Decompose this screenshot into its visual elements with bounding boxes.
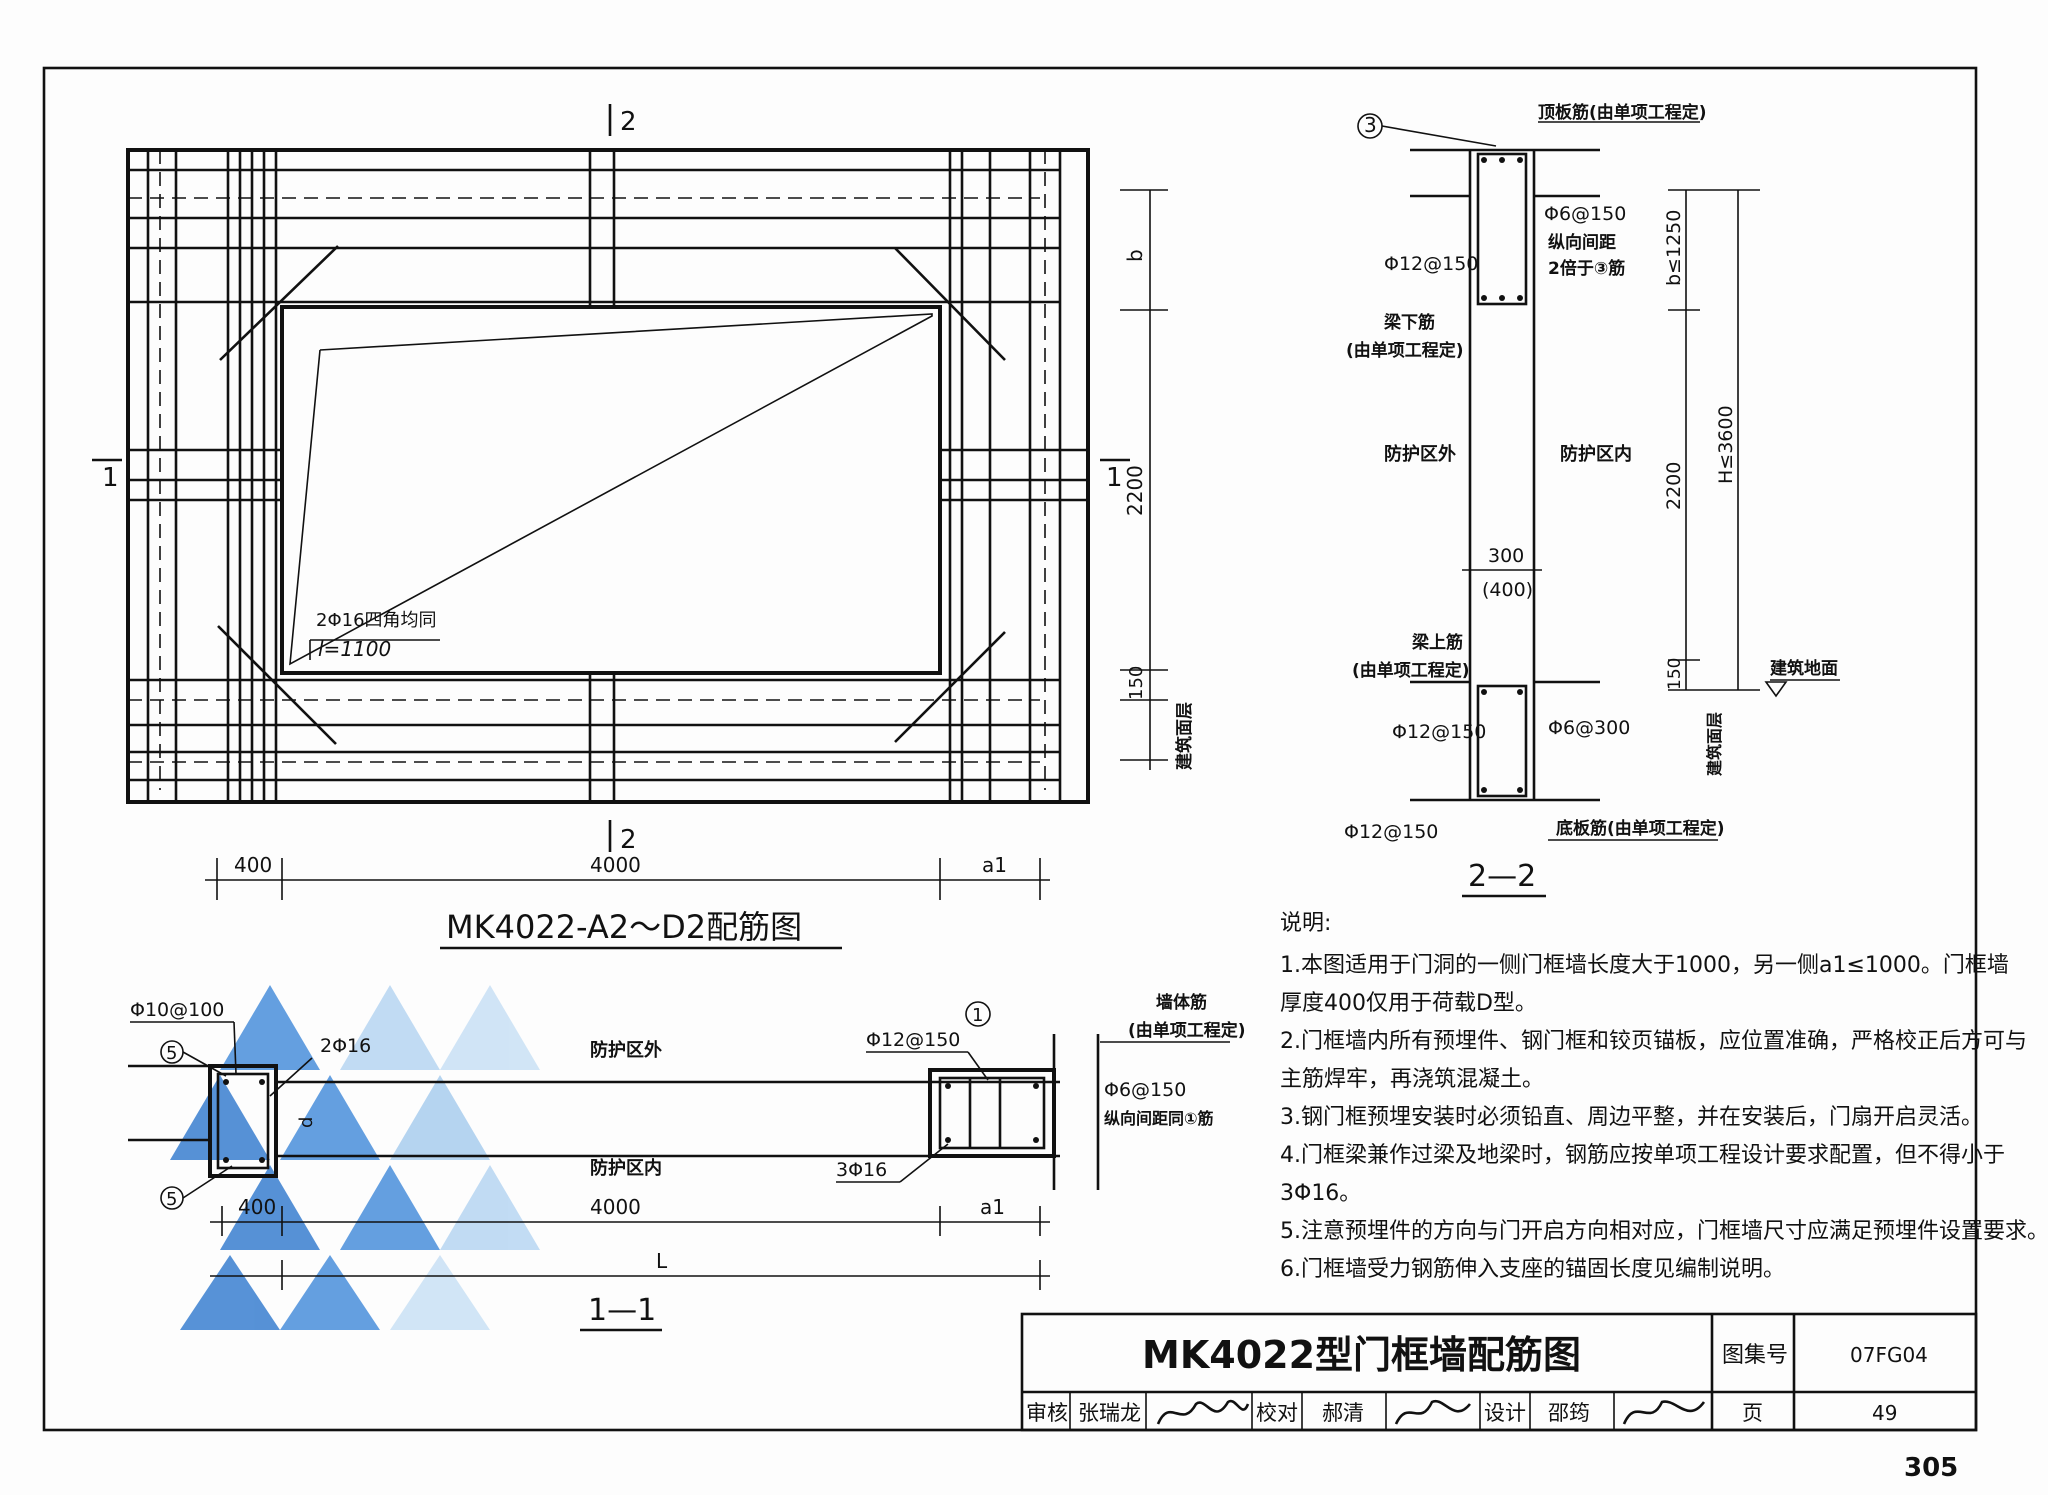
plan-view: 2 2 1 1 2Φ16四角均同 l=1100 b 2200 150 建筑面层 [92, 104, 1195, 950]
section22-beam-bottom-bar-1: 梁下筋 [1383, 312, 1435, 333]
section-1-1: Φ10@100 5 5 2Φ16 d 防护区外 防护区内 Φ12@150 1 墙… [128, 992, 1246, 1332]
section22-stirrup-top: Φ6@150 [1544, 203, 1626, 225]
note-line: 厚度400仅用于荷载D型。 [1280, 991, 1537, 1016]
section22-circle-3: 3 [1364, 113, 1377, 137]
note-line: 4.门框梁兼作过梁及地梁时，钢筋应按单项工程设计要求配置，但不得小于 [1280, 1143, 2005, 1168]
check-label: 校对 [1256, 1401, 1298, 1425]
watermark-logo [170, 985, 540, 1330]
drawing-title: MK4022型门框墙配筋图 [1142, 1333, 1581, 1377]
section22-bar-bottom-left: Φ12@150 [1344, 821, 1438, 843]
section11-dim-a1: a1 [980, 1195, 1005, 1219]
section11-dim-L: L [656, 1249, 668, 1273]
section22-dim-150: 150 [1665, 658, 1685, 690]
section11-bar-2phi16: 2Φ16 [320, 1035, 371, 1057]
section11-outside: 防护区外 [590, 1039, 662, 1061]
section22-spacing-note-1: 纵向间距 [1548, 232, 1616, 253]
title-block: MK4022型门框墙配筋图 图集号 07FG04 审核 张瑞龙 校对 郝清 设计… [1020, 1312, 1978, 1432]
note-line: 5.注意预埋件的方向与门开启方向相对应，门框墙尺寸应满足预埋件设置要求。 [1280, 1219, 2048, 1244]
note-line: 主筋焊牢，再浇筑混凝土。 [1280, 1067, 1544, 1092]
note-line: 6.门框墙受力钢筋伸入支座的锚固长度见编制说明。 [1280, 1257, 1785, 1282]
section22-inside: 防护区内 [1560, 443, 1632, 465]
plan-title: MK4022-A2～D2配筋图 [446, 908, 802, 946]
section22-dim-h: H≤3600 [1715, 405, 1737, 484]
section22-beam-top-bar-1: 梁上筋 [1411, 632, 1463, 653]
section22-ground-label: 建筑地面 [1770, 658, 1838, 679]
atlas-label: 图集号 [1722, 1343, 1788, 1368]
reviewer-name: 张瑞龙 [1078, 1401, 1141, 1425]
checker-signature [1394, 1399, 1472, 1425]
section22-beam-top-bar-2: (由单项工程定) [1352, 660, 1470, 681]
plan-dim-b: b [1123, 249, 1147, 262]
notes-block: 说明: 1.本图适用于门洞的一侧门框墙长度大于1000，另一侧a1≤1000。门… [1280, 911, 2048, 1282]
section11-circle-1: 1 [972, 1005, 983, 1026]
section11-circle-5b: 5 [166, 1189, 177, 1210]
section22-floor-label: 建筑面层 [1705, 712, 1724, 776]
plan-dim-400: 400 [234, 853, 272, 877]
page-number: 49 [1872, 1401, 1897, 1425]
plan-dim-a1: a1 [982, 853, 1007, 877]
section11-spacing-note: 纵向间距同①筋 [1104, 1109, 1214, 1128]
designer-signature [1622, 1400, 1706, 1425]
note-line: 3.钢门框预埋安装时必须铅直、周边平整，并在安装后，门扇开启灵活。 [1280, 1105, 1983, 1130]
section22-outside: 防护区外 [1384, 443, 1456, 465]
section11-inside: 防护区内 [590, 1157, 662, 1179]
section-2-bottom-mark: 2 [620, 825, 637, 855]
note-line: 1.本图适用于门洞的一侧门框墙长度大于1000，另一侧a1≤1000。门框墙 [1280, 953, 2009, 978]
plan-dim-4000: 4000 [590, 853, 641, 877]
section22-top-slab-bar: 顶板筋(由单项工程定) [1538, 102, 1707, 123]
plan-floor-label: 建筑面层 [1174, 702, 1195, 770]
section22-thickness-2: (400) [1482, 579, 1533, 601]
section22-bottom-slab-bar: 底板筋(由单项工程定) [1556, 818, 1725, 839]
plan-bar-note-1: 2Φ16四角均同 [316, 610, 437, 631]
section11-dim-4000: 4000 [590, 1195, 641, 1219]
section22-spacing-note-2: 2倍于③筋 [1548, 258, 1625, 279]
section22-beam-bottom-bar-2: (由单项工程定) [1346, 340, 1464, 361]
sheet-border [42, 66, 1978, 1432]
section-1-left-mark: 1 [102, 463, 119, 493]
notes-heading: 说明: [1280, 911, 1331, 936]
checker-name: 郝清 [1322, 1401, 1364, 1425]
section22-thickness-1: 300 [1488, 545, 1524, 567]
section22-dim-b: b≤1250 [1663, 210, 1685, 286]
atlas-number: 07FG04 [1850, 1343, 1928, 1367]
section11-title: 1—1 [588, 1293, 656, 1328]
section22-bar-top-left: Φ12@150 [1384, 253, 1478, 275]
review-label: 审核 [1026, 1401, 1068, 1425]
note-line: 3Φ16。 [1280, 1181, 1361, 1206]
section11-bar-right: Φ12@150 [866, 1029, 960, 1051]
designer-name: 邵筠 [1548, 1401, 1590, 1425]
section-1-right-mark: 1 [1106, 463, 1123, 493]
section-2-2: 3 顶板筋(由单项工程定) Φ6@150 纵向间距 2倍于③筋 Φ12@150 … [1344, 102, 1840, 898]
section11-wall-bar-1: 墙体筋 [1156, 992, 1207, 1013]
section22-stirrup-bottom: Φ6@300 [1548, 717, 1630, 739]
section11-circle-5a: 5 [166, 1043, 177, 1064]
sheet-number: 305 [1904, 1453, 1958, 1483]
section22-dim-2200: 2200 [1663, 462, 1685, 510]
section11-stirrup: Φ6@150 [1104, 1079, 1186, 1101]
reviewer-signature [1156, 1399, 1250, 1425]
design-label: 设计 [1484, 1401, 1526, 1425]
note-line: 2.门框墙内所有预埋件、钢门框和铰页锚板，应位置准确，严格校正后方可与 [1280, 1029, 2027, 1054]
page-label: 页 [1742, 1401, 1763, 1425]
section22-bar-mid-left: Φ12@150 [1392, 721, 1486, 743]
section11-wall-bar-2: (由单项工程定) [1128, 1020, 1246, 1041]
section-2-top-mark: 2 [620, 107, 637, 137]
section11-bar-left: Φ10@100 [130, 999, 224, 1021]
plan-bar-note-2: l=1100 [318, 637, 391, 661]
plan-dim-150: 150 [1126, 666, 1147, 700]
section22-title: 2—2 [1468, 859, 1536, 894]
section11-dim-d: d [296, 1117, 317, 1128]
section11-bar-3phi16: 3Φ16 [836, 1159, 887, 1181]
section11-dim-400: 400 [238, 1195, 276, 1219]
plan-dim-2200: 2200 [1123, 465, 1147, 516]
